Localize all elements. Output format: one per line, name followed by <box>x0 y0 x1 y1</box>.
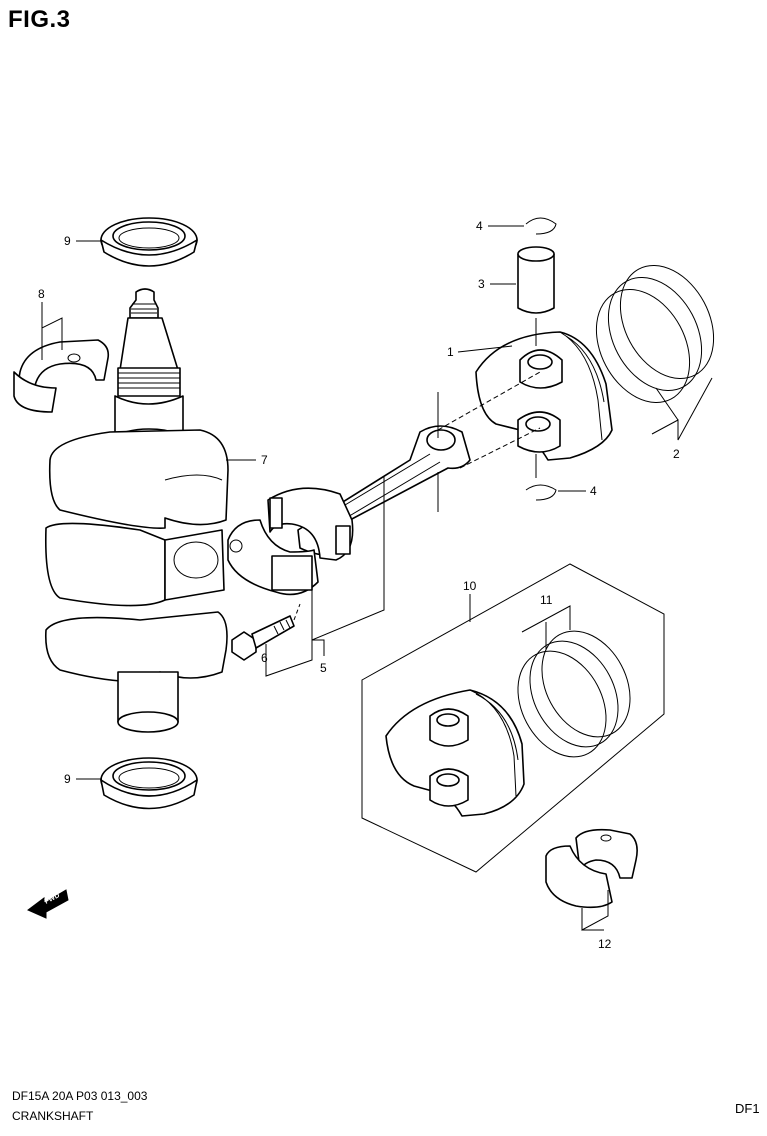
piston-rings-oversize[interactable] <box>500 616 647 772</box>
callout-7: 7 <box>261 453 268 467</box>
callout-9-upper: 9 <box>64 234 71 248</box>
crank-bearing-lower[interactable] <box>545 828 638 909</box>
connecting-rod[interactable] <box>227 425 471 596</box>
callout-10: 10 <box>463 579 477 593</box>
conrod-bolt[interactable] <box>231 603 301 661</box>
piston-pin[interactable] <box>517 246 555 314</box>
callout-6: 6 <box>261 651 268 665</box>
callout-5: 5 <box>320 661 327 675</box>
piston-oversize[interactable] <box>385 689 525 817</box>
drawing-code: DF15A 20A P03 013_003 <box>12 1089 148 1103</box>
drawing-name: CRANKSHAFT <box>12 1109 94 1123</box>
circlip-lower[interactable] <box>525 484 557 501</box>
callout-1: 1 <box>447 345 454 359</box>
callout-3: 3 <box>478 277 485 291</box>
crankshaft[interactable] <box>44 288 229 733</box>
crank-bearing-upper[interactable] <box>13 339 110 413</box>
callout-9-lower: 9 <box>64 772 71 786</box>
leader-lines <box>41 225 713 931</box>
forward-arrow-icon: FWD <box>27 889 69 919</box>
piston-set-frame <box>361 563 665 873</box>
piston[interactable] <box>475 331 613 461</box>
callout-2: 2 <box>673 447 680 461</box>
figure-title: FIG.3 <box>8 6 71 33</box>
oil-seal-upper[interactable] <box>100 217 198 267</box>
circlip-upper[interactable] <box>525 217 557 235</box>
corner-code: DF1 <box>735 1101 760 1116</box>
callout-4-upper: 4 <box>476 219 483 233</box>
callout-8: 8 <box>38 287 45 301</box>
piston-rings[interactable] <box>578 249 733 418</box>
callout-12: 12 <box>598 937 612 951</box>
callout-4-lower: 4 <box>590 484 597 498</box>
callout-labels: 1 2 3 4 4 5 6 7 8 9 9 10 11 12 <box>38 219 680 951</box>
callout-11: 11 <box>540 593 553 607</box>
oil-seal-lower[interactable] <box>100 757 198 810</box>
